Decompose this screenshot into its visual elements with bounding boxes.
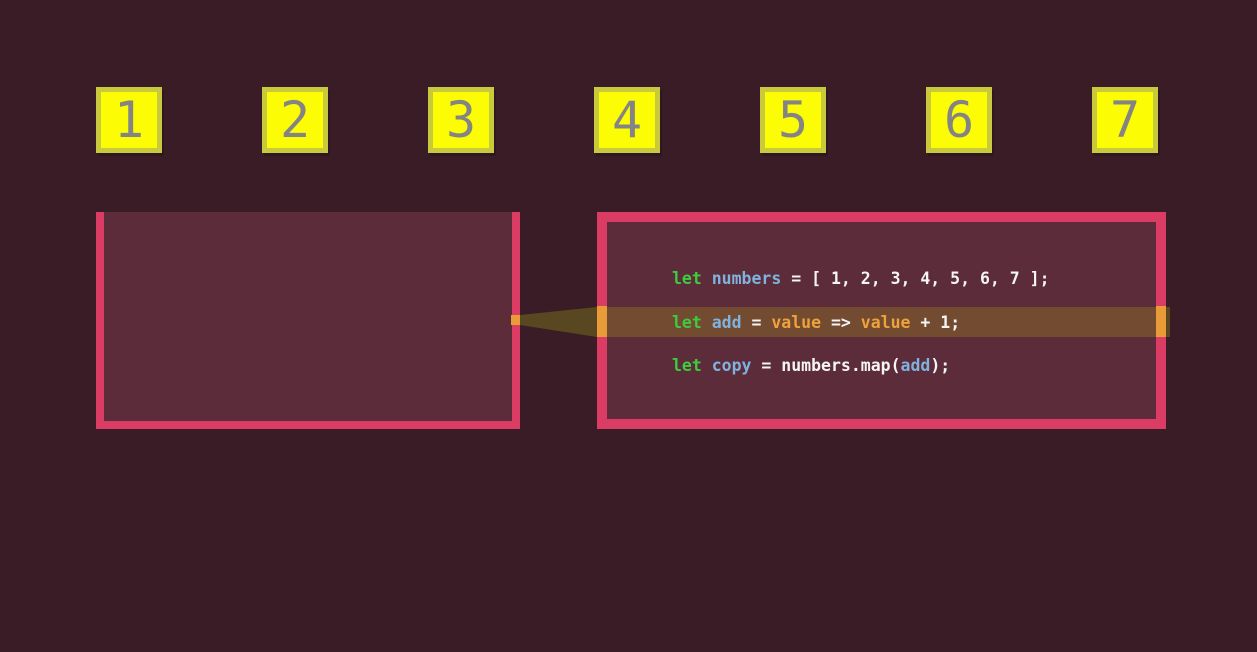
code-token-identifier: add: [711, 312, 742, 332]
code-box: let numbers = [ 1, 2, 3, 4, 5, 6, 7 ];le…: [597, 212, 1166, 429]
array-item: 5: [760, 87, 826, 153]
code-token-keyword: let: [672, 312, 702, 332]
code-token-plain: = [ 1, 2, 3, 4, 5, 6, 7 ];: [781, 268, 1050, 288]
beam-trapezoid: [520, 307, 597, 337]
code-token-keyword: let: [672, 355, 702, 375]
code-token-plain: =>: [821, 312, 861, 332]
code-token-plain: =: [741, 312, 772, 332]
code-token-parameter: value: [860, 312, 911, 332]
code-token-parameter: value: [771, 312, 822, 332]
array-item: 3: [428, 87, 494, 153]
code-line: let copy = numbers.map(add);: [672, 350, 950, 380]
code-token-plain: );: [930, 355, 951, 375]
code-token-keyword: let: [672, 268, 702, 288]
code-token-plain: [702, 356, 712, 375]
highlight-right-sliver: [1166, 307, 1170, 337]
code-token-identifier: numbers: [711, 268, 782, 288]
code-line: let numbers = [ 1, 2, 3, 4, 5, 6, 7 ];: [672, 263, 1050, 293]
array-item: 7: [1092, 87, 1158, 153]
array-items-row: 1 2 3 4 5 6 7: [96, 87, 1158, 153]
code-token-plain: [702, 269, 712, 288]
array-item: 1: [96, 87, 162, 153]
code-token-identifier: add: [900, 355, 931, 375]
result-box: [96, 212, 520, 429]
code-token-plain: = numbers.map(: [751, 355, 901, 375]
code-token-plain: + 1;: [910, 312, 961, 332]
array-item: 6: [926, 87, 992, 153]
array-item: 2: [262, 87, 328, 153]
code-token-plain: [702, 313, 712, 332]
code-token-identifier: copy: [711, 355, 752, 375]
array-item: 4: [594, 87, 660, 153]
code-line-highlighted: let add = value => value + 1;: [672, 307, 960, 337]
